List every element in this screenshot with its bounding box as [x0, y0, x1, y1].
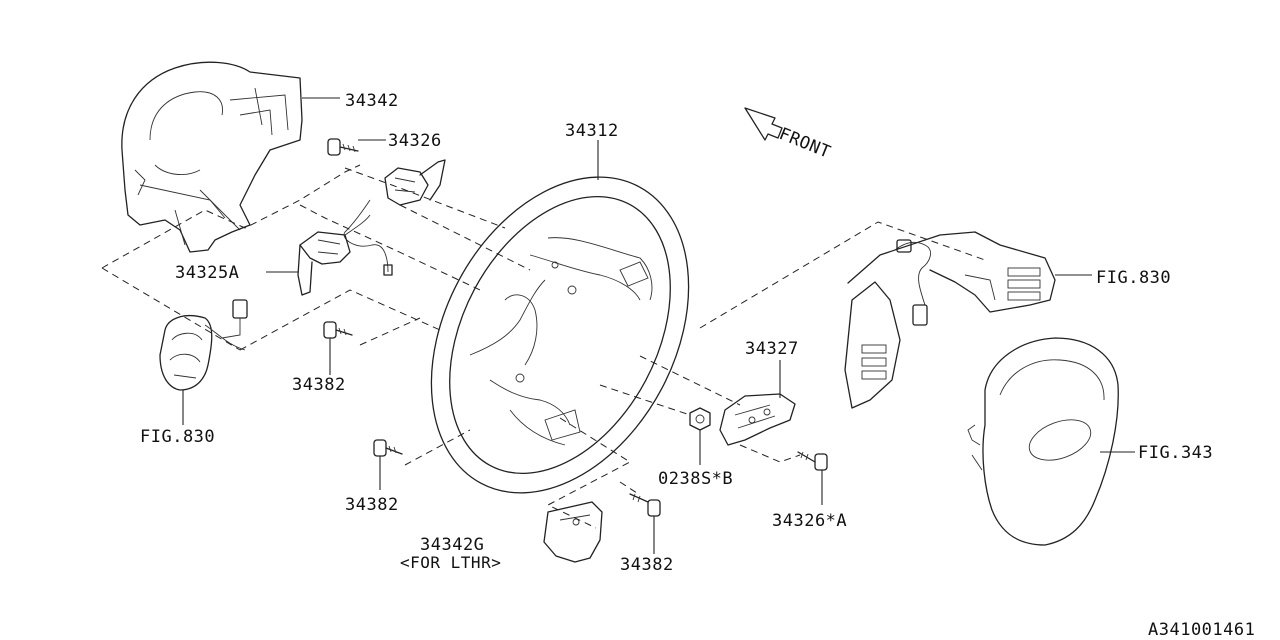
label-34382-mid: 34382 — [292, 375, 346, 395]
label-for-lthr: <FOR LTHR> — [400, 553, 501, 572]
column-cover-34342 — [121, 61, 303, 253]
switch-panel-fig830-right — [844, 231, 1056, 409]
assembly-dashed-lines — [101, 164, 986, 529]
label-34342: 34342 — [345, 91, 399, 111]
bolt-34382-bottom-left — [373, 439, 403, 457]
bolt-34382-bottom-right — [629, 493, 661, 517]
lower-cover-34342g — [543, 501, 603, 563]
paddle-switch-34325a — [297, 214, 371, 296]
switch-assembly-upper — [343, 159, 446, 276]
column-switch-fig830-left — [159, 299, 248, 391]
bolt-34382-mid — [323, 321, 353, 339]
label-34312: 34312 — [565, 121, 619, 141]
label-0238sb: 0238S*B — [658, 469, 733, 489]
label-34325a: 34325A — [175, 263, 239, 283]
screw-34326 — [327, 138, 359, 156]
label-34342g: 34342G — [420, 535, 484, 555]
label-front: FRONT — [776, 124, 833, 163]
label-34326: 34326 — [388, 131, 442, 151]
steering-wheel-34312 — [430, 176, 690, 494]
label-fig830-left: FIG.830 — [140, 427, 215, 447]
label-34382-bottom-left: 34382 — [345, 495, 399, 515]
label-34382-bottom-right: 34382 — [620, 555, 674, 575]
airbag-module-fig343 — [967, 337, 1119, 546]
label-fig830-right: FIG.830 — [1096, 268, 1171, 288]
leader-lines — [182, 97, 1135, 554]
nut-0238sb — [689, 407, 711, 431]
switch-34327 — [719, 393, 796, 446]
label-34327: 34327 — [745, 339, 799, 359]
screw-34326a — [797, 451, 828, 471]
label-fig343: FIG.343 — [1138, 443, 1213, 463]
front-arrow-icon — [744, 107, 783, 141]
reference-code: A341001461 — [1148, 620, 1255, 640]
label-34326a: 34326*A — [772, 511, 847, 531]
